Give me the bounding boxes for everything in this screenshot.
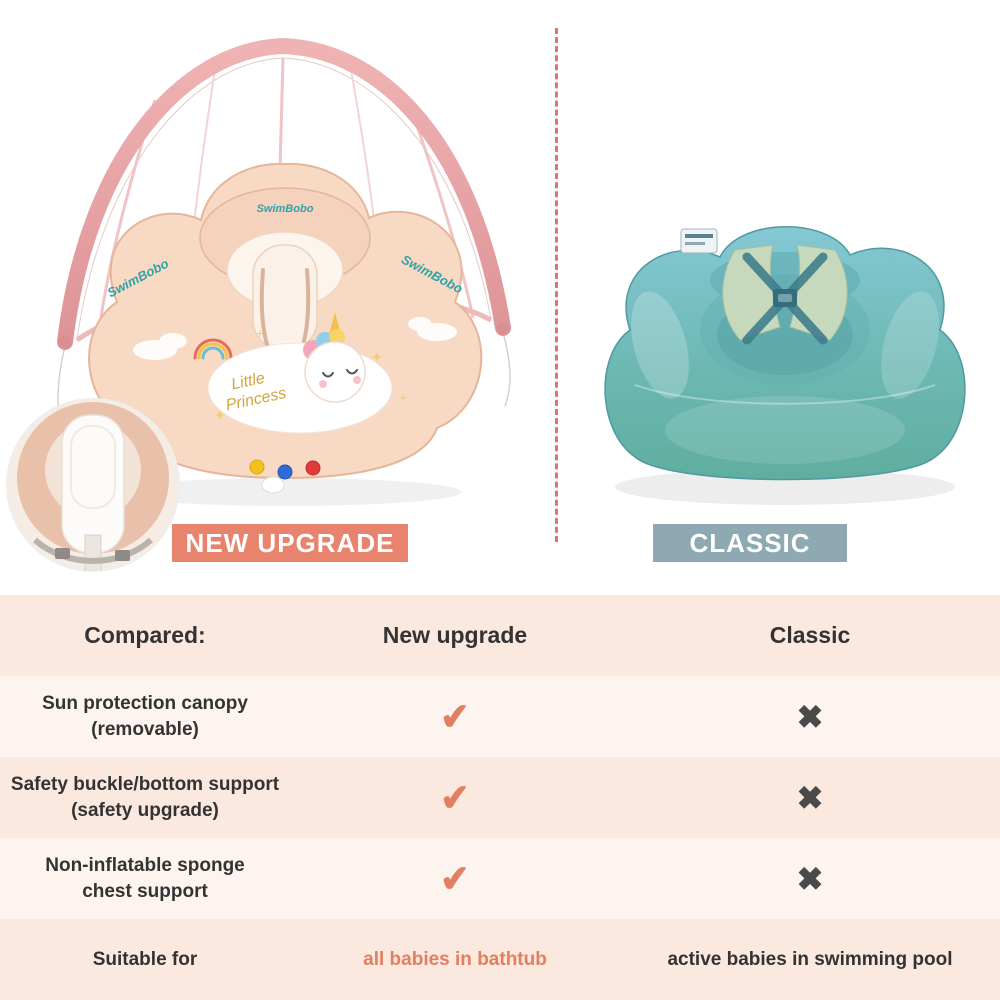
check-icon: ✔ bbox=[438, 775, 472, 819]
new-upgrade-cell: ✔ bbox=[290, 757, 620, 838]
feature-label: Safety buckle/bottom support (safety upg… bbox=[10, 773, 280, 821]
header-new-upgrade-label: New upgrade bbox=[382, 622, 528, 648]
check-icon: ✔ bbox=[438, 694, 472, 738]
cross-icon: ✖ bbox=[796, 779, 824, 816]
feature-label: Sun protection canopy (removable) bbox=[42, 692, 248, 740]
classic-cell: active babies in swimming pool bbox=[620, 919, 1000, 1000]
header-classic-label: Classic bbox=[769, 622, 851, 648]
brand-text: SwimBobo bbox=[257, 203, 314, 215]
new-upgrade-cell: ✔ bbox=[290, 838, 620, 919]
new-upgrade-cell: ✔ bbox=[290, 676, 620, 757]
feature-label: Suitable for bbox=[92, 948, 198, 970]
new-upgrade-cell: all babies in bathtub bbox=[290, 919, 620, 1000]
table-row-canopy: Sun protection canopy (removable) ✔ ✖ bbox=[0, 676, 1000, 757]
classic-badge-label: CLASSIC bbox=[689, 527, 811, 558]
svg-text:+: + bbox=[256, 325, 264, 341]
table-header-row: Compared: New upgrade Classic bbox=[0, 595, 1000, 676]
vertical-dashed-divider bbox=[555, 28, 558, 542]
classic-shadow bbox=[615, 469, 955, 505]
comparison-table: Compared: New upgrade Classic Sun protec… bbox=[0, 595, 1000, 1000]
unicorn-graphic: Little Princess ✦✦ ++ bbox=[207, 312, 407, 434]
new-upgrade-badge: NEW UPGRADE bbox=[172, 524, 408, 562]
feature-label: Non-inflatable sponge chest support bbox=[45, 854, 245, 902]
svg-text:✦: ✦ bbox=[371, 349, 383, 365]
graphic-script-text: Little bbox=[230, 370, 267, 394]
canopy-string-right bbox=[502, 331, 511, 407]
classic-product-image bbox=[604, 226, 966, 505]
float-body: SwimBobo SwimBobo SwimBobo bbox=[88, 162, 483, 494]
rainbow-decoration bbox=[193, 338, 233, 360]
classic-float-body bbox=[604, 226, 966, 481]
svg-text:✦: ✦ bbox=[214, 407, 226, 423]
table-row-buckle: Safety buckle/bottom support (safety upg… bbox=[0, 757, 1000, 838]
header-new-upgrade: New upgrade bbox=[290, 595, 620, 676]
classic-badge: CLASSIC bbox=[653, 524, 847, 562]
check-icon: ✔ bbox=[438, 856, 472, 900]
bottom-view-inset bbox=[6, 398, 180, 572]
sparkles: ✦ ✦ + + bbox=[214, 325, 407, 423]
product-label-tag bbox=[680, 228, 718, 254]
classic-cell: ✖ bbox=[620, 838, 1000, 919]
header-classic: Classic bbox=[620, 595, 1000, 676]
header-compared-label: Compared: bbox=[84, 622, 206, 648]
new-upgrade-badge-label: NEW UPGRADE bbox=[185, 527, 395, 558]
suitable-classic-text: active babies in swimming pool bbox=[667, 948, 953, 970]
suitable-new-text: all babies in bathtub bbox=[363, 948, 547, 970]
cross-icon: ✖ bbox=[796, 698, 824, 735]
cross-icon: ✖ bbox=[796, 860, 824, 897]
table-row-sponge: Non-inflatable sponge chest support ✔ ✖ bbox=[0, 838, 1000, 919]
svg-text:+: + bbox=[399, 389, 407, 405]
classic-cell: ✖ bbox=[620, 676, 1000, 757]
header-compared: Compared: bbox=[0, 595, 290, 676]
table-row-suitable: Suitable for all babies in bathtub activ… bbox=[0, 919, 1000, 1000]
new-upgrade-product-image: SwimBobo SwimBobo SwimBobo Little Prince… bbox=[6, 37, 511, 572]
float-shadow bbox=[112, 478, 462, 506]
classic-cell: ✖ bbox=[620, 757, 1000, 838]
